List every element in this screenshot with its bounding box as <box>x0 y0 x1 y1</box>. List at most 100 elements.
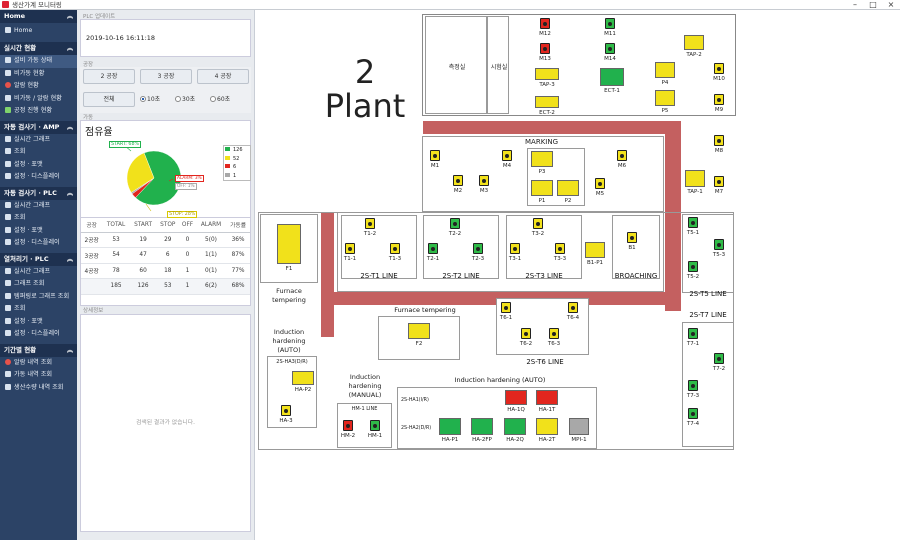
factory-2-button[interactable]: 2 공장 <box>83 69 135 84</box>
station-ect-2[interactable] <box>535 96 559 108</box>
sidebar-item-heat-display[interactable]: 설정 · 디스플레이 <box>0 328 77 341</box>
sidebar-item-amp-query[interactable]: 조회 <box>0 146 77 159</box>
machine-t2-2[interactable] <box>450 218 460 229</box>
sidebar-item-heat-query[interactable]: 조회 <box>0 303 77 316</box>
sidebar-section-heat[interactable]: 열처리기 · PLC︽ <box>0 252 77 266</box>
station-ha-2t[interactable] <box>536 418 558 435</box>
machine-t6-3[interactable] <box>549 328 559 339</box>
station-f2[interactable] <box>408 323 430 339</box>
sidebar-item-downtime-alarm[interactable]: 비가동 / 알람 현황 <box>0 93 77 106</box>
station-p4[interactable] <box>655 62 675 78</box>
machine-m12[interactable] <box>540 18 550 29</box>
machine-m2[interactable] <box>453 175 463 186</box>
sidebar-item-plc-display[interactable]: 설정 · 디스플레이 <box>0 237 77 250</box>
station-mpi-1[interactable] <box>569 418 589 435</box>
machine-t1-2[interactable] <box>365 218 375 229</box>
interval-60-radio[interactable]: 60초 <box>210 95 230 105</box>
machine-hm-1[interactable] <box>370 420 380 431</box>
station-ha-1t[interactable] <box>536 390 558 405</box>
station-ha-2fp[interactable] <box>471 418 493 435</box>
machine-t2-1[interactable] <box>428 243 438 254</box>
sidebar-section-home[interactable]: Home︽ <box>0 10 77 23</box>
sidebar-item-amp-graph[interactable]: 실시간 그래프 <box>0 134 77 147</box>
machine-t3-1[interactable] <box>510 243 520 254</box>
machine-t6-1[interactable] <box>501 302 511 313</box>
station-tap-3[interactable] <box>535 68 559 80</box>
machine-hm-2[interactable] <box>343 420 353 431</box>
machine-t2-3[interactable] <box>473 243 483 254</box>
machine-t6-4[interactable] <box>568 302 578 313</box>
sidebar-item-downtime[interactable]: 비가동 현황 <box>0 68 77 81</box>
sidebar-item-plc-query[interactable]: 조회 <box>0 212 77 225</box>
machine-t6-2[interactable] <box>521 328 531 339</box>
sidebar-item-tempering-graph[interactable]: 템퍼링로 그래프 조회 <box>0 291 77 304</box>
sidebar-section-amp[interactable]: 자동 검사기 · AMP︽ <box>0 120 77 134</box>
station-ha-p2[interactable] <box>292 371 314 385</box>
machine-m4[interactable] <box>502 150 512 161</box>
sidebar-item-heat-format[interactable]: 설정 · 포맷 <box>0 316 77 329</box>
all-button[interactable]: 전체 <box>83 92 135 107</box>
machine-m13[interactable] <box>540 43 550 54</box>
station-ect-1[interactable] <box>600 68 624 86</box>
machine-m1[interactable] <box>430 150 440 161</box>
sidebar-item-operation-history[interactable]: 가동 내역 조회 <box>0 369 77 382</box>
sidebar-item-equipment-status[interactable]: 설비 가동 상태 <box>0 55 77 68</box>
machine-b1[interactable] <box>627 232 637 243</box>
station-ha-2q[interactable] <box>504 418 526 435</box>
machine-m7[interactable] <box>714 176 724 187</box>
sidebar-item-amp-format[interactable]: 설정 · 포맷 <box>0 159 77 172</box>
sidebar-item-home[interactable]: Home <box>0 23 77 39</box>
station-ha-p1[interactable] <box>439 418 461 435</box>
sidebar-item-amp-display[interactable]: 설정 · 디스플레이 <box>0 171 77 184</box>
sidebar-item-process[interactable]: 공정 진행 현황 <box>0 105 77 118</box>
machine-t5-3[interactable] <box>714 239 724 250</box>
machine-t5-2[interactable] <box>688 261 698 272</box>
machine-m11[interactable] <box>605 18 615 29</box>
machine-t5-1[interactable] <box>688 217 698 228</box>
sidebar-item-plc-format[interactable]: 설정 · 포맷 <box>0 225 77 238</box>
close-icon[interactable]: × <box>887 0 895 9</box>
station-tap-2[interactable] <box>684 35 704 50</box>
station-p1[interactable] <box>531 180 553 196</box>
sidebar-section-realtime[interactable]: 실시간 현황︽ <box>0 42 77 55</box>
minimize-icon[interactable]: – <box>853 0 857 9</box>
machine-t3-3[interactable] <box>555 243 565 254</box>
factory-4-button[interactable]: 4 공장 <box>197 69 249 84</box>
sidebar-item-production-history[interactable]: 생산수량 내역 조회 <box>0 382 77 395</box>
machine-t7-2[interactable] <box>714 353 724 364</box>
sidebar-section-period[interactable]: 기간별 현황︽ <box>0 343 77 357</box>
station-p5[interactable] <box>655 90 675 106</box>
machine-t7-3[interactable] <box>688 380 698 391</box>
machine-m10[interactable] <box>714 63 724 74</box>
machine-m5[interactable] <box>595 178 605 189</box>
sidebar-item-alarm[interactable]: 알람 현황 <box>0 80 77 93</box>
station-tap-1[interactable] <box>685 170 705 187</box>
station-b1-p1[interactable] <box>585 242 605 258</box>
machine-t7-1[interactable] <box>688 328 698 339</box>
machine-t7-4[interactable] <box>688 408 698 419</box>
station-p2[interactable] <box>557 180 579 196</box>
sidebar-item-heat-graph-query[interactable]: 그래프 조회 <box>0 278 77 291</box>
machine-t1-1[interactable] <box>345 243 355 254</box>
machine-t1-3[interactable] <box>390 243 400 254</box>
sidebar-item-heat-graph[interactable]: 실시간 그래프 <box>0 266 77 279</box>
machine-t3-2[interactable] <box>533 218 543 229</box>
interval-30-radio[interactable]: 30초 <box>175 95 195 105</box>
station-ha-1q[interactable] <box>505 390 527 405</box>
machine-m3[interactable] <box>479 175 489 186</box>
machine-ha-3[interactable] <box>281 405 291 416</box>
maximize-icon[interactable]: □ <box>869 0 877 9</box>
interval-10-radio[interactable]: 10초 <box>140 95 160 105</box>
machine-m6[interactable] <box>617 150 627 161</box>
sidebar-item-plc-graph[interactable]: 실시간 그래프 <box>0 200 77 213</box>
sidebar-section-plc[interactable]: 자동 검사기 · PLC︽ <box>0 186 77 200</box>
factory-3-button[interactable]: 3 공장 <box>140 69 192 84</box>
machine-m9[interactable] <box>714 94 724 105</box>
sidebar-item-alarm-history[interactable]: 알람 내역 조회 <box>0 357 77 370</box>
machine-m8[interactable] <box>714 135 724 146</box>
machine-m14[interactable] <box>605 43 615 54</box>
station-p3[interactable] <box>531 151 553 167</box>
